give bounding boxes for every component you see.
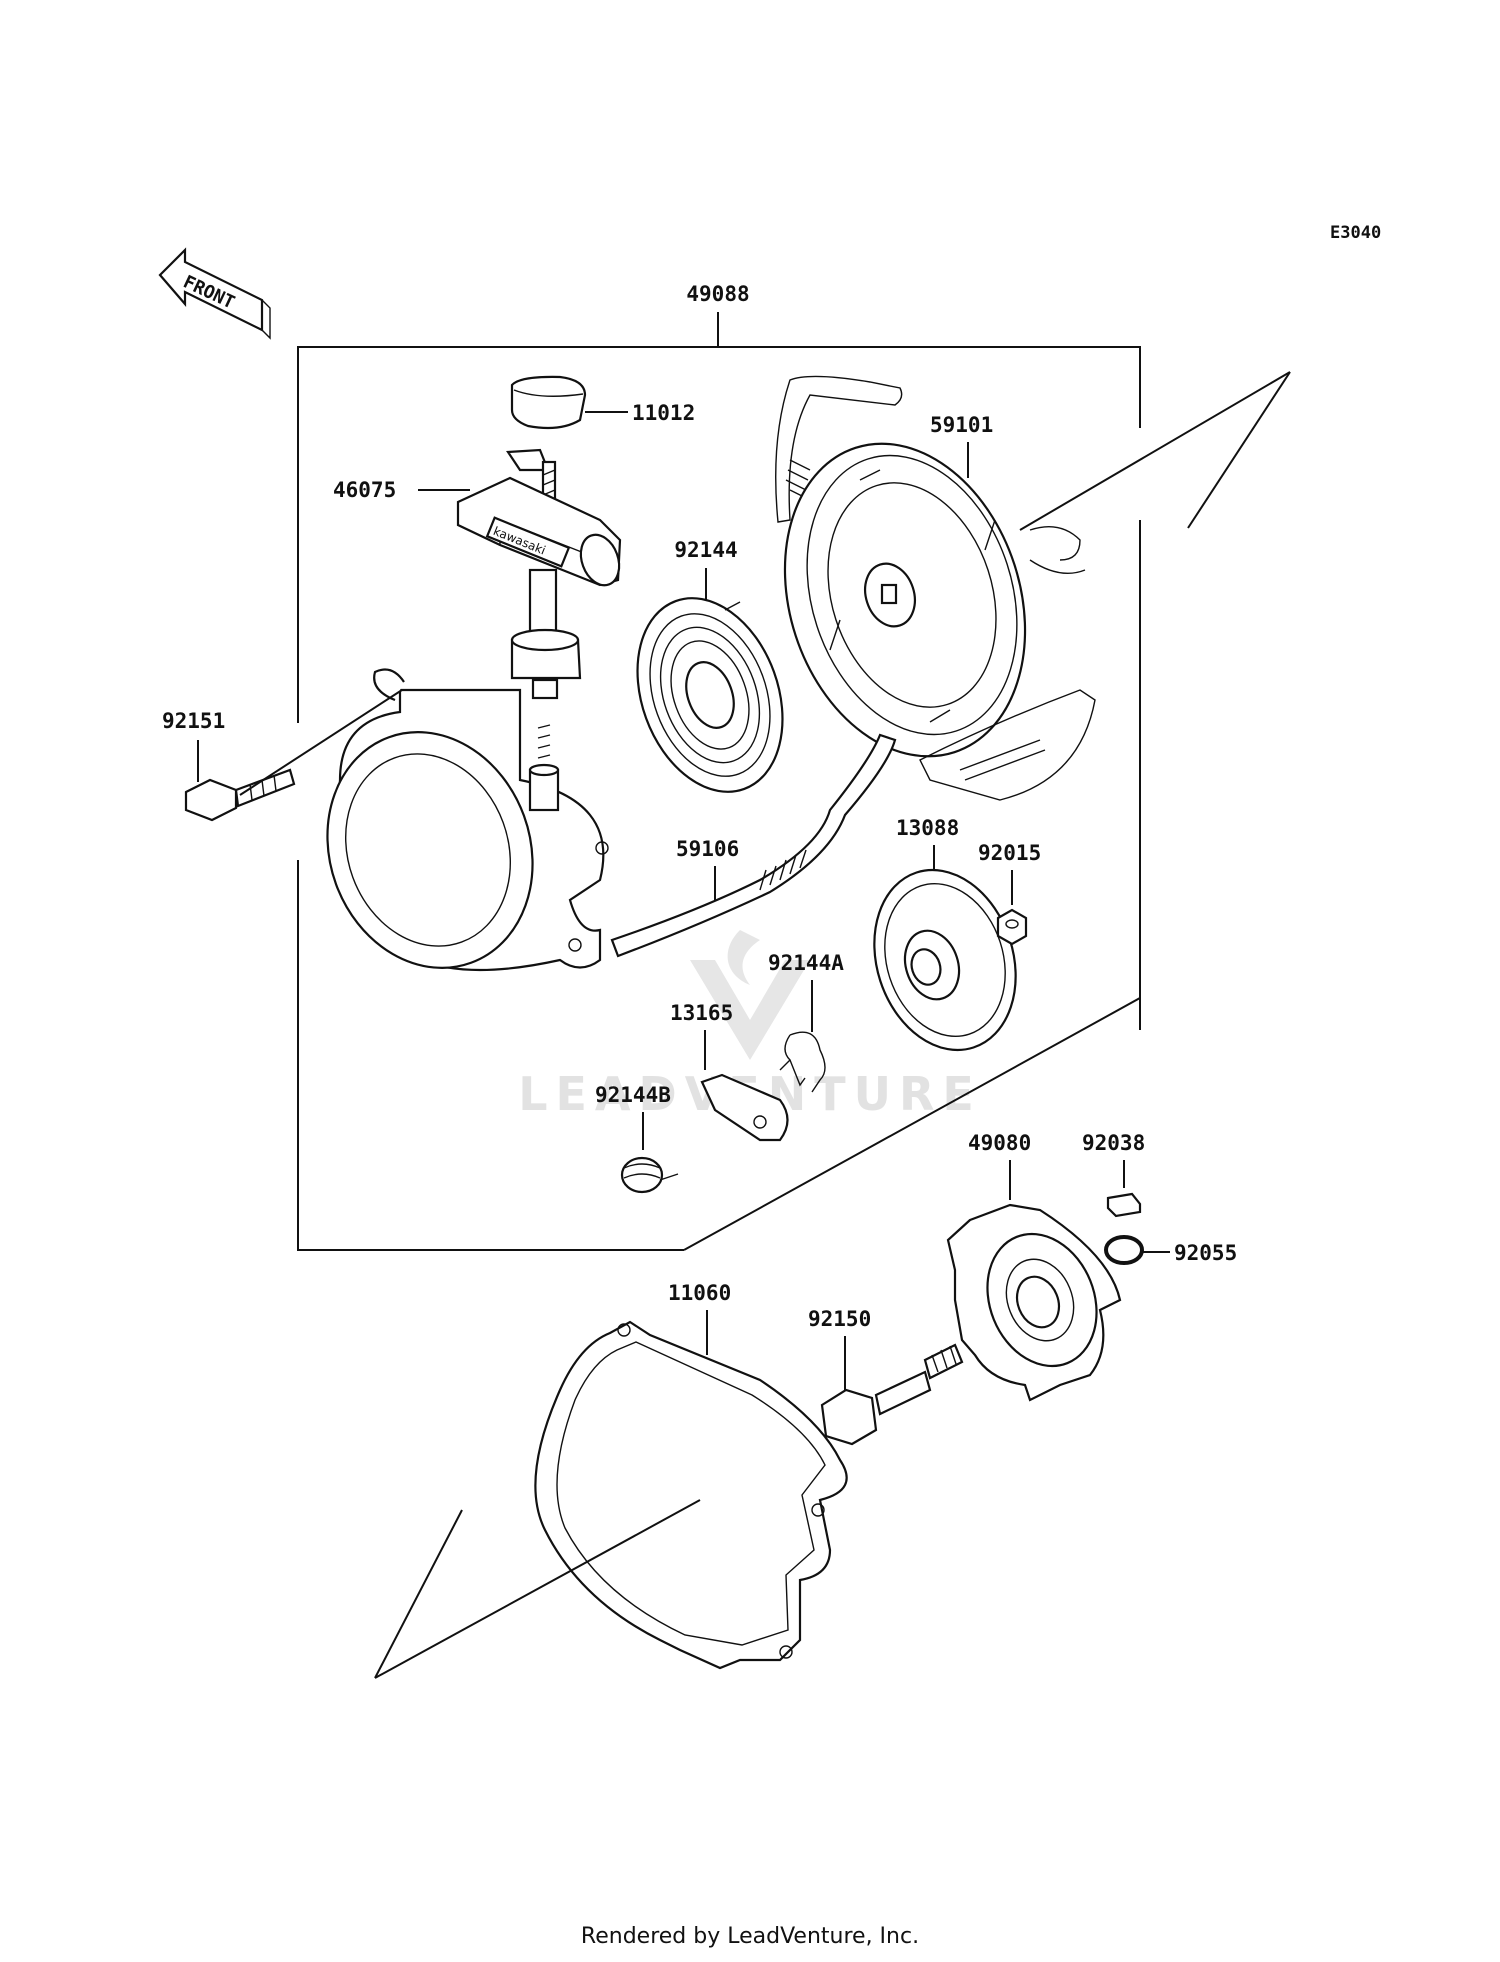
- front-arrow-icon: FRONT: [158, 247, 271, 340]
- assembly-label: 49088: [686, 282, 749, 306]
- part-92151-bolt: 92151: [162, 689, 403, 822]
- part-label-92055: 92055: [1174, 1241, 1237, 1265]
- part-label-49080: 49080: [968, 1131, 1031, 1155]
- part-label-92144B: 92144B: [595, 1083, 671, 1107]
- part-11012-cap: 11012: [510, 375, 695, 430]
- part-46075-handle: kawasaki 46075: [333, 448, 622, 700]
- part-label-13088: 13088: [896, 816, 959, 840]
- part-13088-pulley: 13088: [873, 816, 1017, 1052]
- watermark-logo-icon: [690, 930, 810, 1060]
- part-92150-bolt: 92150: [808, 1307, 964, 1446]
- part-label-11012: 11012: [632, 401, 695, 425]
- part-92038-key: 92038: [1082, 1131, 1145, 1218]
- part-92015-nut: 92015: [978, 841, 1041, 946]
- part-92144A-spring: 92144A: [768, 951, 844, 1093]
- part-92055-oring: 92055: [1104, 1235, 1237, 1265]
- part-92144-spring: 92144: [636, 538, 784, 793]
- part-59101-reel: 59101: [775, 371, 1291, 801]
- part-label-59101: 59101: [930, 413, 993, 437]
- part-label-92015: 92015: [978, 841, 1041, 865]
- part-label-92150: 92150: [808, 1307, 871, 1331]
- part-49080-ratchet: 49080: [946, 1131, 1122, 1402]
- footer-credit: Rendered by LeadVenture, Inc.: [580, 1924, 920, 1949]
- part-label-92151: 92151: [162, 709, 225, 733]
- diagram-code: E3040: [1330, 223, 1381, 243]
- part-label-92144A: 92144A: [768, 951, 844, 975]
- part-label-46075: 46075: [333, 478, 396, 502]
- part-92144B-spring: 92144B: [595, 1083, 679, 1194]
- part-label-59106: 59106: [676, 837, 739, 861]
- part-13165-pawl: 13165: [670, 1001, 789, 1142]
- part-label-92038: 92038: [1082, 1131, 1145, 1155]
- part-11060-gasket: 11060: [374, 1281, 848, 1679]
- part-label-13165: 13165: [670, 1001, 733, 1025]
- part-59106-rope: 59106: [610, 733, 897, 958]
- part-label-11060: 11060: [668, 1281, 731, 1305]
- recoil-housing: [326, 668, 609, 972]
- part-label-92144: 92144: [674, 538, 737, 562]
- assembly-bracket: 49088: [297, 282, 1141, 1251]
